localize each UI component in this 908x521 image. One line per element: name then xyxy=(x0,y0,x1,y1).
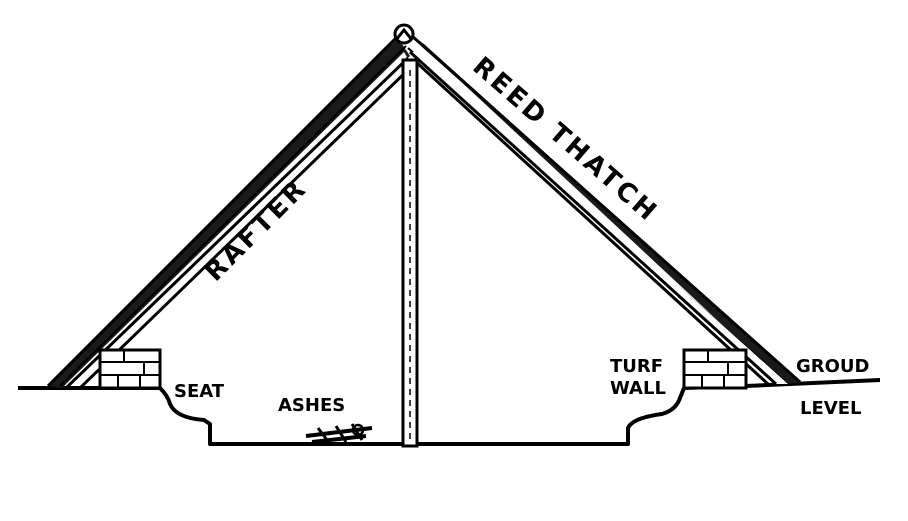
ground-line xyxy=(18,378,881,390)
left-turf-wall xyxy=(98,348,162,390)
pit-floor-outline xyxy=(104,384,747,446)
level-label: LEVEL xyxy=(800,398,861,419)
turf-label: TURF xyxy=(610,356,663,377)
ashes-label: ASHES xyxy=(278,395,345,416)
apex-knot xyxy=(393,23,415,45)
wall-label: WALL xyxy=(610,378,666,399)
central-post xyxy=(401,58,419,448)
seat-label: SEAT xyxy=(174,381,225,402)
right-turf-wall xyxy=(682,348,748,390)
left-rafter xyxy=(64,56,414,390)
ashes-hearth xyxy=(305,423,373,445)
left-thatch xyxy=(46,34,410,388)
reed-thatch-label: REED THATCH xyxy=(467,51,664,228)
right-thatch xyxy=(407,34,801,385)
right-rafter xyxy=(408,50,788,386)
groud-label: GROUD xyxy=(796,356,870,377)
